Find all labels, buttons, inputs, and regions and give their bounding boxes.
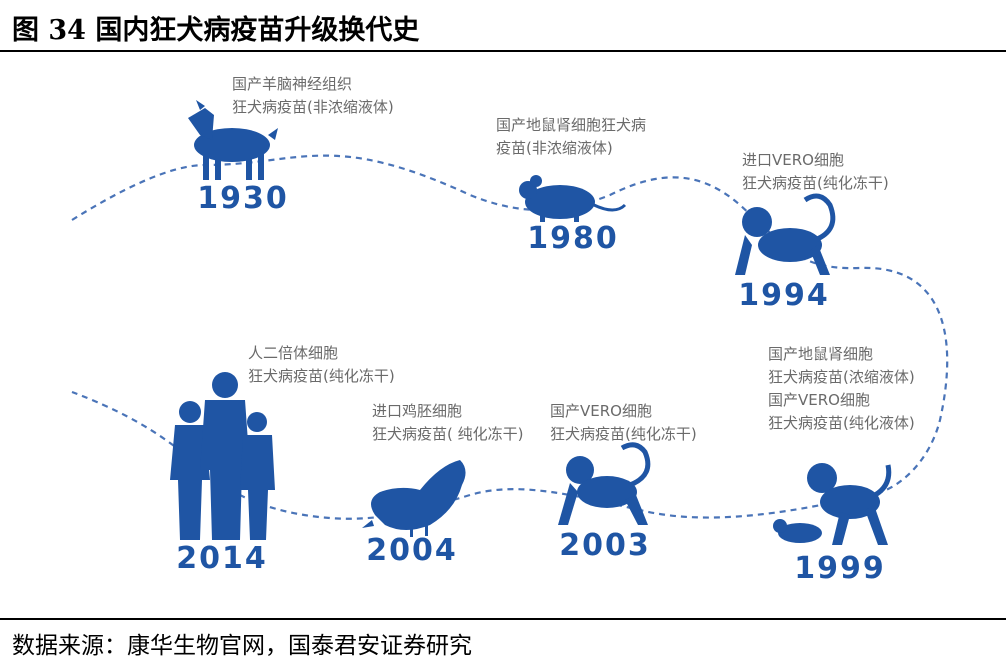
milestone-2004-desc: 进口鸡胚细胞 狂犬病疫苗( 纯化冻干)	[372, 400, 523, 446]
milestone-1999-desc: 国产地鼠肾细胞 狂犬病疫苗(浓缩液体) 国产VERO细胞 狂犬病疫苗(纯化液体)	[768, 343, 915, 435]
desc-line: 狂犬病疫苗(纯化冻干)	[742, 174, 889, 192]
desc-line: 狂犬病疫苗(纯化冻干)	[248, 367, 395, 385]
source-note: 数据来源：康华生物官网，国泰君安证券研究	[12, 633, 472, 659]
year-2003: 2003	[559, 528, 651, 563]
desc-line: 人二倍体细胞	[248, 344, 339, 362]
year-1930: 1930	[197, 181, 289, 216]
desc-line: 国产地鼠肾细胞	[768, 345, 874, 363]
desc-line: 国产羊脑神经组织	[232, 75, 353, 93]
desc-line: 进口VERO细胞	[742, 151, 844, 169]
top-rule	[0, 50, 1006, 52]
desc-line: 狂犬病疫苗(浓缩液体)	[768, 368, 915, 386]
mouse-icon	[519, 175, 627, 222]
monkey-icon	[558, 442, 651, 525]
figure-title: 图 34 国内狂犬病疫苗升级换代史	[12, 15, 420, 46]
monkey-mouse-icon	[773, 463, 892, 545]
year-1980: 1980	[527, 221, 619, 256]
milestone-1994-desc: 进口VERO细胞 狂犬病疫苗(纯化冻干)	[742, 149, 889, 195]
family-icon	[170, 372, 275, 540]
milestone-2014-desc: 人二倍体细胞 狂犬病疫苗(纯化冻干)	[248, 342, 395, 388]
year-2014: 2014	[176, 541, 268, 576]
milestone-1980-desc: 国产地鼠肾细胞狂犬病 疫苗(非浓缩液体)	[496, 114, 646, 160]
bottom-rule	[0, 618, 1006, 620]
desc-line: 疫苗(非浓缩液体)	[496, 139, 613, 157]
desc-line: 狂犬病疫苗(纯化液体)	[768, 414, 915, 432]
chicken-icon	[362, 460, 466, 537]
desc-line: 国产VERO细胞	[768, 391, 870, 409]
year-1994: 1994	[738, 278, 830, 313]
goat-icon	[188, 100, 278, 180]
desc-line: 国产VERO细胞	[550, 402, 652, 420]
desc-line: 国产地鼠肾细胞狂犬病	[496, 116, 647, 134]
desc-line: 进口鸡胚细胞	[372, 402, 463, 420]
milestone-2003-desc: 国产VERO细胞 狂犬病疫苗(纯化冻干)	[550, 400, 697, 446]
desc-line: 狂犬病疫苗(非浓缩液体)	[232, 98, 394, 116]
desc-line: 狂犬病疫苗( 纯化冻干)	[372, 425, 524, 443]
year-1999: 1999	[794, 551, 886, 586]
monkey-icon	[735, 193, 836, 275]
desc-line: 狂犬病疫苗(纯化冻干)	[550, 425, 697, 443]
timeline-path	[71, 154, 949, 520]
year-2004: 2004	[366, 533, 458, 568]
milestone-1930-desc: 国产羊脑神经组织 狂犬病疫苗(非浓缩液体)	[232, 73, 394, 119]
